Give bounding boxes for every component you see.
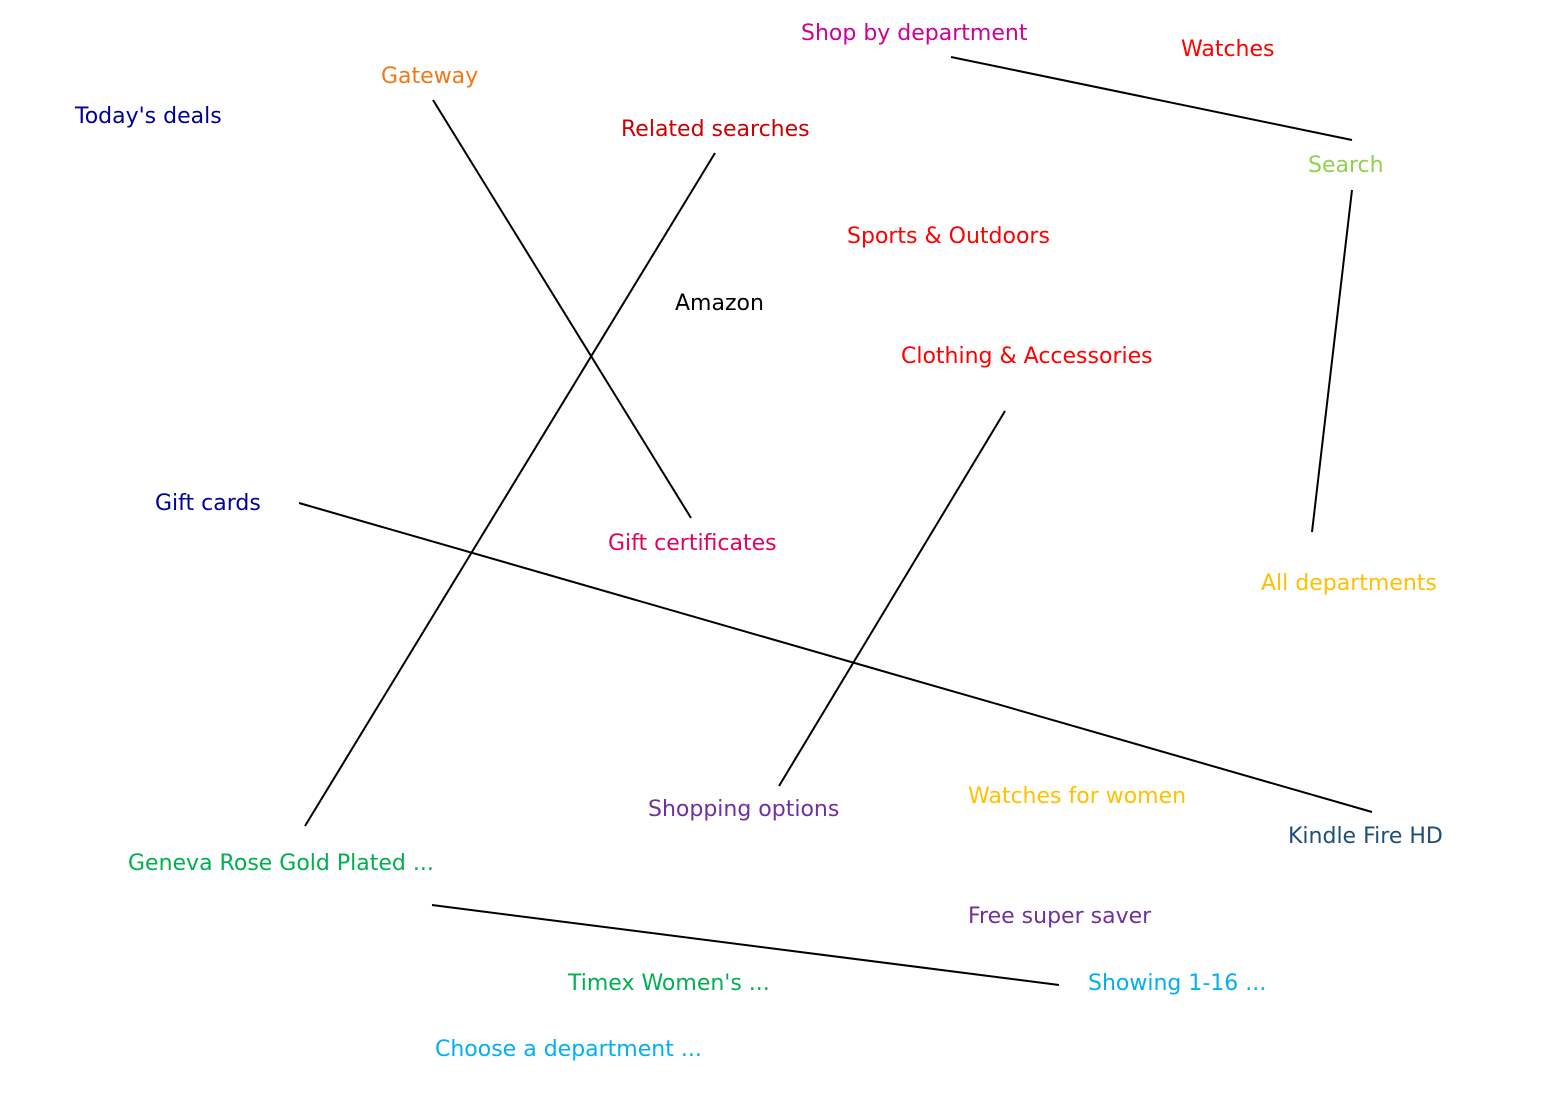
node-watches-for-women: Watches for women bbox=[968, 784, 1187, 809]
node-geneva-rose: Geneva Rose Gold Plated ... bbox=[128, 851, 434, 876]
node-showing-1-16: Showing 1-16 ... bbox=[1088, 971, 1267, 996]
node-choose-department: Choose a department ... bbox=[435, 1037, 702, 1062]
node-kindle-fire-hd: Kindle Fire HD bbox=[1288, 824, 1443, 849]
node-all-departments: All departments bbox=[1261, 571, 1437, 596]
edge-clothing-accessories-to-shopping-options bbox=[778, 410, 1006, 787]
node-sports-outdoors: Sports & Outdoors bbox=[847, 224, 1050, 249]
node-gift-certificates: Gift certificates bbox=[608, 531, 777, 556]
node-timex-womens: Timex Women's ... bbox=[568, 971, 770, 996]
node-clothing-accessories: Clothing & Accessories bbox=[901, 344, 1153, 369]
node-search: Search bbox=[1308, 153, 1384, 178]
edge-search-to-all-departments bbox=[1311, 189, 1353, 533]
node-related-searches: Related searches bbox=[621, 117, 810, 142]
node-shopping-options: Shopping options bbox=[648, 797, 840, 822]
edge-related-searches-to-geneva-rose bbox=[304, 152, 716, 827]
edge-gift-cards-to-kindle-fire-hd bbox=[298, 502, 1373, 813]
edge-gateway-to-gift-certificates bbox=[432, 99, 692, 519]
edge-shop-by-department-to-search bbox=[950, 56, 1353, 141]
node-todays-deals: Today's deals bbox=[75, 104, 222, 129]
edge-geneva-rose-to-showing-1-16 bbox=[431, 904, 1060, 986]
node-free-super-saver: Free super saver bbox=[968, 904, 1152, 929]
node-gift-cards: Gift cards bbox=[155, 491, 261, 516]
node-amazon: Amazon bbox=[675, 291, 764, 316]
node-gateway: Gateway bbox=[381, 64, 479, 89]
node-shop-by-department: Shop by department bbox=[801, 21, 1028, 46]
node-watches: Watches bbox=[1181, 37, 1275, 62]
